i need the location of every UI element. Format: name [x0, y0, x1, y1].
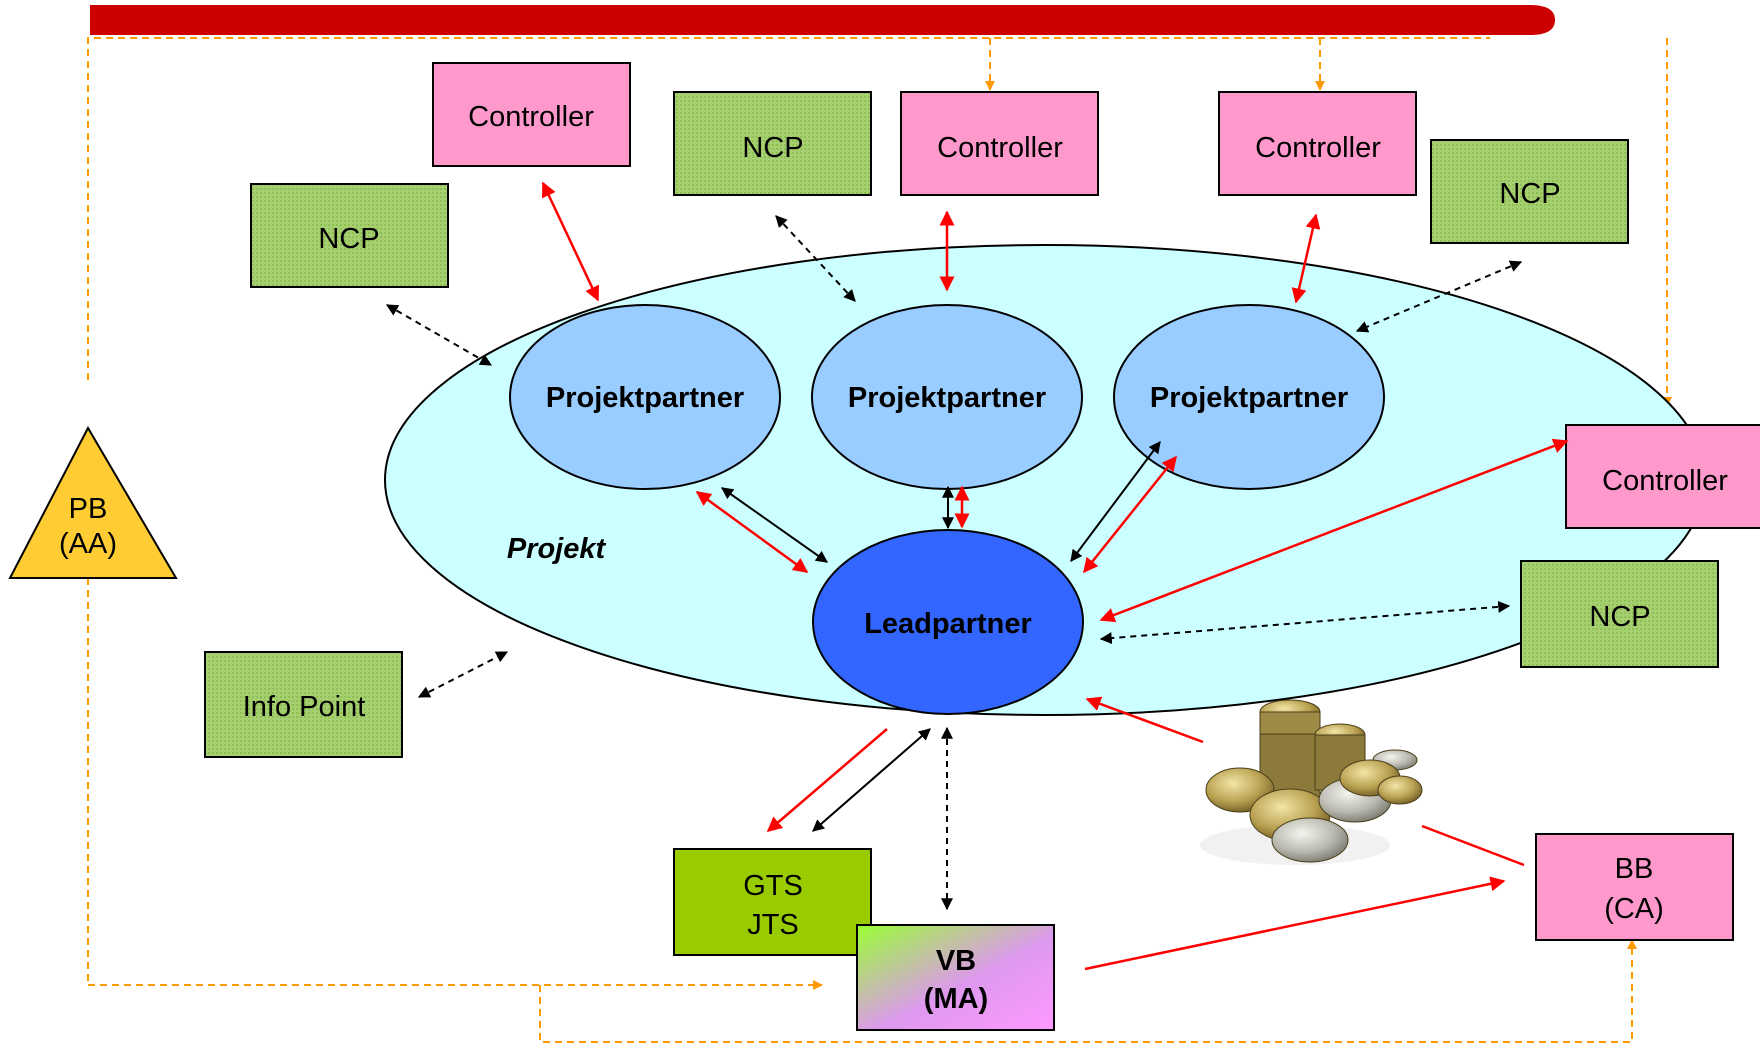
controller-4-label: Controller [1602, 465, 1728, 497]
pb-line2: (AA) [59, 528, 117, 560]
projektpartner-3-label: Projektpartner [1150, 382, 1348, 414]
orange-dashed-lines [87, 37, 1672, 1043]
gts-line1: GTS [743, 870, 803, 902]
projektpartner-3[interactable]: Projektpartner [1113, 304, 1385, 490]
vb-ma-box[interactable]: VB (MA) [856, 924, 1055, 1031]
black-arrows [721, 441, 1161, 832]
ncp-4-label: NCP [1589, 601, 1650, 633]
euro-coins-icon [1200, 699, 1423, 865]
gts-line2: JTS [747, 909, 799, 941]
header-bar [90, 5, 1555, 35]
projektpartner-1[interactable]: Projektpartner [509, 304, 781, 490]
controller-box-4[interactable]: Controller [1565, 424, 1760, 529]
ncp-1-label: NCP [742, 132, 803, 164]
bb-line1: BB [1615, 853, 1654, 885]
ncp-box-2[interactable]: NCP [250, 183, 449, 288]
projektpartner-2-label: Projektpartner [848, 382, 1046, 414]
ncp-3-label: NCP [1499, 178, 1560, 210]
ncp-box-1[interactable]: NCP [673, 91, 872, 196]
vb-line2: (MA) [924, 983, 988, 1015]
controller-box-1[interactable]: Controller [432, 62, 631, 167]
projektpartner-2[interactable]: Projektpartner [811, 304, 1083, 490]
projektpartner-1-label: Projektpartner [546, 382, 744, 414]
info-point-box[interactable]: Info Point [204, 651, 403, 758]
ncp-box-4[interactable]: NCP [1520, 560, 1719, 668]
pb-triangle[interactable]: PB (AA) [8, 425, 178, 579]
controller-1-label: Controller [468, 101, 594, 133]
controller-box-2[interactable]: Controller [900, 91, 1099, 196]
ncp-2-label: NCP [318, 223, 379, 255]
project-label: Projekt [507, 533, 607, 565]
controller-2-label: Controller [937, 132, 1063, 164]
leadpartner[interactable]: Leadpartner [812, 529, 1084, 715]
black-dashed-arrows [385, 215, 1523, 911]
controller-3-label: Controller [1255, 132, 1381, 164]
vb-line1: VB [936, 945, 976, 977]
gts-jts-box[interactable]: GTS JTS [673, 848, 872, 956]
bb-line2: (CA) [1604, 893, 1664, 925]
pb-line1: PB [69, 493, 108, 525]
leadpartner-label: Leadpartner [864, 608, 1032, 640]
info-point-label: Info Point [243, 691, 366, 723]
ncp-box-3[interactable]: NCP [1430, 139, 1629, 244]
controller-box-3[interactable]: Controller [1218, 91, 1417, 196]
bb-ca-box[interactable]: BB (CA) [1535, 833, 1734, 941]
